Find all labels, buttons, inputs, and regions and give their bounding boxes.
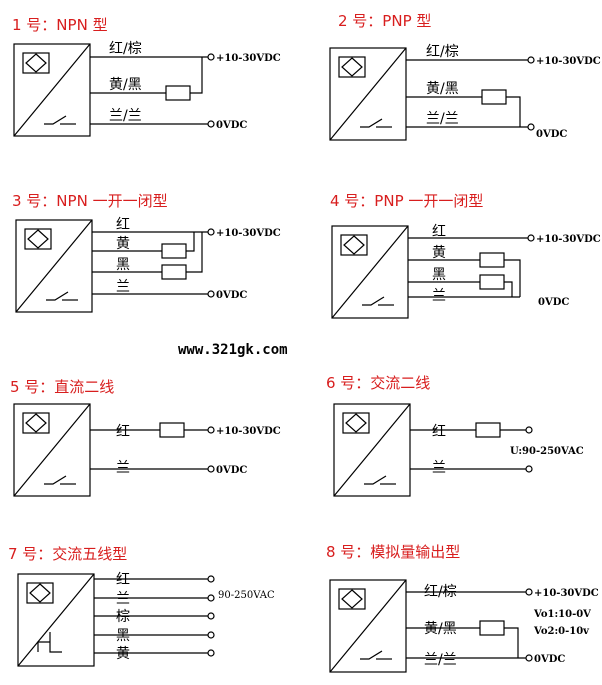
sensor-symbol: [17, 573, 95, 667]
wire-label: 兰: [116, 460, 130, 476]
diagram-5-dc-two-wire: 5 号：直流二线 红 兰 +10-30VDC 0VDC: [10, 378, 281, 497]
diagram-5-title: 5 号：直流二线: [10, 378, 114, 396]
terminal: [527, 123, 535, 131]
terminal: [207, 53, 215, 61]
diagram-1-npn: 1 号：NPN 型 红/棕 黄/黑 兰/兰 +10-30VDC 0VDC: [12, 16, 281, 137]
diagram-4-pnp-no-nc: 4 号：PNP 一开一闭型 红 黄 黑 兰 +10-30VDC 0VDC: [330, 192, 601, 319]
terminal: [207, 649, 215, 657]
terminal: [207, 631, 215, 639]
terminal: [207, 465, 215, 473]
wire-label: 兰: [116, 591, 130, 607]
supply-voltage: +10-30VDC: [534, 588, 599, 599]
output-voltage-1: Vo1:10-0V: [533, 609, 591, 620]
ground-voltage: 0VDC: [216, 290, 247, 301]
sensor-symbol: [333, 403, 411, 497]
diagram-4-title: 4 号：PNP 一开一闭型: [330, 192, 483, 210]
supply-voltage: +10-30VDC: [536, 234, 601, 245]
terminal: [207, 612, 215, 620]
load-resistor: [479, 274, 505, 290]
terminal: [525, 465, 533, 473]
terminal: [207, 426, 215, 434]
wire-label: 黑: [432, 267, 446, 283]
diagram-6-title: 6 号：交流二线: [326, 374, 430, 392]
supply-voltage: +10-30VDC: [216, 53, 281, 64]
load-resistor: [161, 264, 187, 280]
wire-label: 黄: [116, 235, 130, 252]
terminal: [207, 228, 215, 236]
wire-label: 黄/黑: [426, 80, 459, 97]
wire-label: 兰: [116, 279, 130, 295]
wire-label: 兰: [432, 288, 446, 304]
wire-label: 红/棕: [426, 44, 459, 60]
load-resistor: [481, 89, 507, 105]
sensor-symbol: [13, 403, 91, 497]
wire-label: 兰: [432, 460, 446, 476]
wire-label: 黄: [432, 244, 446, 261]
load-resistor: [479, 252, 505, 268]
wire-label: 黑: [116, 628, 130, 644]
wire-label: 红: [432, 424, 446, 440]
wire-label: 红: [116, 572, 130, 588]
output-voltage-2: Vo2:0-10v: [533, 626, 590, 637]
wire-label: 黄/黑: [109, 76, 142, 93]
wire-label: 红/棕: [109, 41, 142, 57]
sensor-symbol: [329, 47, 407, 141]
wire-label: 红: [432, 224, 446, 240]
supply-voltage: 90-250VAC: [218, 590, 275, 601]
wire-label: 兰/兰: [109, 108, 142, 124]
load-resistor: [475, 422, 501, 438]
diagram-3-title: 3 号：NPN 一开一闭型: [12, 192, 168, 210]
supply-voltage: +10-30VDC: [216, 426, 281, 437]
wire-label: 红: [116, 424, 130, 440]
diagram-3-npn-no-nc: 3 号：NPN 一开一闭型 红 黄 黑 兰 +10-30VDC 0VDC: [12, 192, 281, 313]
diagram-7-ac-five-wire: 7 号：交流五线型 红 兰 棕 黑 黄 90-250VAC: [8, 545, 275, 667]
wire-label: 红/棕: [424, 584, 457, 600]
website-url: www.321gk.com: [178, 342, 288, 358]
terminal: [207, 290, 215, 298]
supply-voltage: +10-30VDC: [216, 228, 281, 239]
wire-label: 兰/兰: [424, 652, 457, 668]
diagram-6-ac-two-wire: 6 号：交流二线 红 兰 U:90-250VAC: [326, 374, 584, 497]
sensor-symbol: [15, 219, 93, 313]
terminal: [207, 575, 215, 583]
sensor-symbol: [331, 225, 409, 319]
load-resistor: [159, 422, 185, 438]
load-resistor: [479, 620, 505, 636]
wire-label: 兰/兰: [426, 111, 459, 127]
terminal: [525, 588, 533, 596]
wire-label: 红: [116, 217, 130, 233]
sensor-symbol: [329, 579, 407, 673]
diagram-8-title: 8 号：模拟量输出型: [326, 543, 460, 561]
ground-voltage: 0VDC: [538, 297, 569, 308]
wire-label: 黑: [116, 257, 130, 273]
ground-voltage: 0VDC: [536, 129, 567, 140]
diagram-7-title: 7 号：交流五线型: [8, 545, 127, 563]
terminal: [527, 234, 535, 242]
terminal: [525, 426, 533, 434]
terminal: [207, 594, 215, 602]
wire-label: 棕: [116, 609, 130, 625]
ground-voltage: 0VDC: [216, 120, 247, 131]
terminal: [525, 654, 533, 662]
wire-label: 黄: [116, 645, 130, 662]
ground-voltage: 0VDC: [534, 654, 565, 665]
supply-voltage: +10-30VDC: [536, 56, 601, 67]
ground-voltage: 0VDC: [216, 465, 247, 476]
supply-voltage: U:90-250VAC: [510, 446, 584, 457]
load-resistor: [165, 85, 191, 101]
terminal: [207, 120, 215, 128]
load-resistor: [161, 243, 187, 259]
sensor-symbol: [13, 43, 91, 137]
diagram-2-pnp: 2 号：PNP 型 红/棕 黄/黑 兰/兰 +10-30VDC 0VDC: [329, 12, 601, 141]
diagram-1-title: 1 号：NPN 型: [12, 16, 108, 34]
wire-label: 黄/黑: [424, 620, 457, 637]
terminal: [527, 56, 535, 64]
diagram-2-title: 2 号：PNP 型: [338, 12, 431, 30]
diagram-8-analog-output: 8 号：模拟量输出型 红/棕 黄/黑 兰/兰 +10-30VDC Vo1:10-…: [326, 543, 599, 673]
